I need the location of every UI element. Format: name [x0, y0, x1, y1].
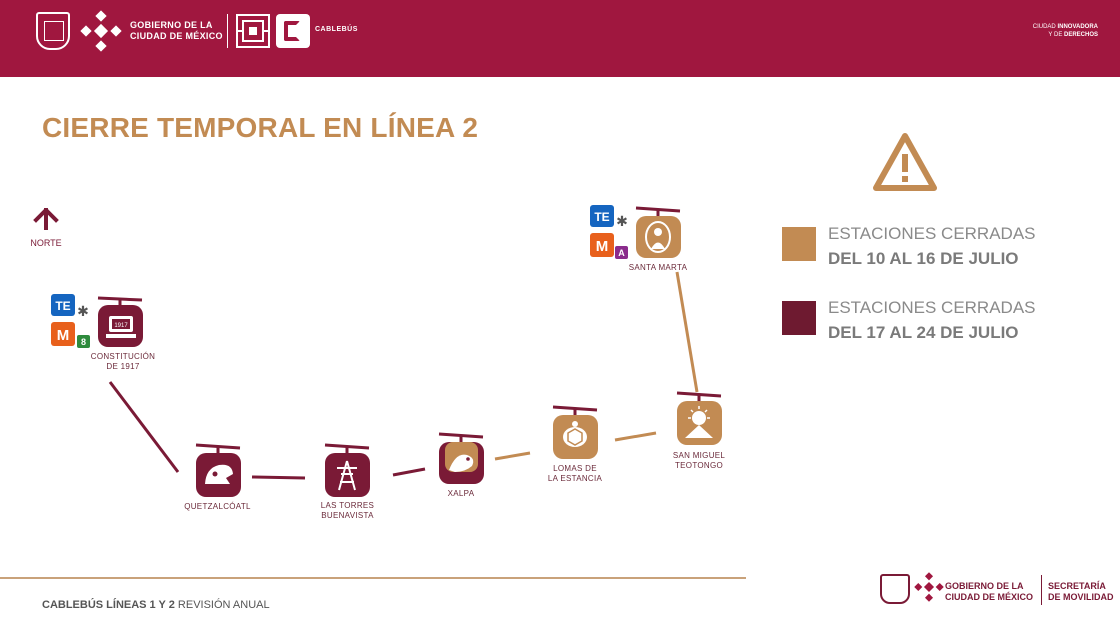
metro-line-badge [615, 246, 628, 259]
legend-dates: DEL 10 AL 16 DE JULIO [828, 249, 1019, 268]
svg-text:1917: 1917 [114, 323, 128, 329]
svg-text:A: A [618, 248, 625, 258]
sun-mountain-icon [685, 406, 713, 438]
legend-title: ESTACIONES CERRADAS [828, 224, 1036, 243]
serpent-icon [205, 464, 233, 484]
legend-dates: DEL 17 AL 24 DE JULIO [828, 323, 1019, 342]
star-icon: ✱ [77, 304, 89, 320]
monument-icon: 1917 [106, 316, 136, 338]
city-tagline: CIUDAD INNOVADORA Y DE DERECHOS [1032, 24, 1098, 38]
coat-of-arms-icon [36, 12, 70, 50]
svg-text:TE: TE [55, 299, 70, 313]
segment-constitucion-quetzalcoatl [108, 381, 180, 473]
metro-icon [51, 322, 75, 346]
legend-title: ESTACIONES CERRADAS [828, 298, 1036, 317]
tower-icon [337, 460, 357, 491]
segment-quetzalcoatl-torres [251, 475, 306, 480]
segment-lomas-sanmiguel [614, 431, 657, 442]
cdmx-cross-logo-icon [80, 10, 122, 52]
metro-line-badge [77, 335, 90, 348]
station-label-quetzalcoatl: QUETZALCÓATL [184, 502, 251, 511]
footer-logo-divider [1041, 575, 1042, 605]
turtle-icon [563, 421, 587, 447]
cablebus-c-logo-icon [276, 14, 310, 48]
footer-divider [0, 577, 746, 579]
star-icon: ✱ [616, 214, 628, 230]
svg-text:TE: TE [594, 210, 609, 224]
footer-caption: CABLEBÚS LÍNEAS 1 Y 2 REVISIÓN ANUAL [42, 599, 270, 611]
svg-text:M: M [596, 238, 609, 255]
station-las-torres[interactable] [324, 443, 370, 497]
header-divider [227, 14, 228, 48]
station-xalpa[interactable] [438, 432, 484, 484]
trolebus-icon [590, 205, 614, 227]
station-constitucion[interactable]: 1917 [97, 296, 143, 347]
transfers-santa-marta: TE ✱ M A [590, 205, 628, 259]
coat-of-arms-icon [880, 574, 910, 604]
cablebus-pattern-logo-icon [236, 14, 270, 48]
svg-text:M: M [57, 327, 70, 344]
metro-icon [590, 233, 614, 257]
north-label: NORTE [30, 238, 62, 248]
north-indicator: NORTE [30, 208, 62, 248]
svg-text:8: 8 [81, 337, 86, 347]
station-label-xalpa: XALPA [447, 489, 475, 498]
station-san-miguel[interactable] [676, 391, 722, 445]
station-santa-marta[interactable] [635, 206, 681, 258]
warning-icon [873, 133, 937, 191]
trolebus-icon [51, 294, 75, 316]
government-name: GOBIERNO DE LA CIUDAD DE MÉXICO [130, 20, 223, 41]
cable-connections [108, 271, 699, 480]
top-banner: GOBIERNO DE LA CIUDAD DE MÉXICO CABLEBÚS… [0, 0, 1120, 77]
station-quetzalcoatl[interactable] [195, 443, 241, 497]
footer-government-name: GOBIERNO DE LA CIUDAD DE MÉXICO [945, 581, 1034, 602]
legend-swatch-maroon [782, 301, 816, 335]
segment-torres-xalpa [392, 467, 426, 477]
saint-icon [645, 221, 671, 253]
station-label-santa-marta: SANTA MARTA [628, 263, 688, 272]
footer-secretariat: SECRETARÍA DE MOVILIDAD [1048, 581, 1114, 602]
page-title: CIERRE TEMPORAL EN LÍNEA 2 [42, 112, 479, 143]
legend-swatch-gold [782, 227, 816, 261]
transfers-constitucion: TE ✱ M 8 [51, 294, 90, 348]
cdmx-cross-logo-icon [914, 572, 944, 602]
segment-xalpa-lomas [494, 451, 531, 461]
north-arrow-icon [33, 208, 59, 230]
lizard-icon [449, 454, 474, 472]
station-lomas[interactable] [552, 405, 598, 459]
segment-sanmiguel-santamarta [675, 271, 699, 393]
brand-name: CABLEBÚS [315, 26, 358, 33]
